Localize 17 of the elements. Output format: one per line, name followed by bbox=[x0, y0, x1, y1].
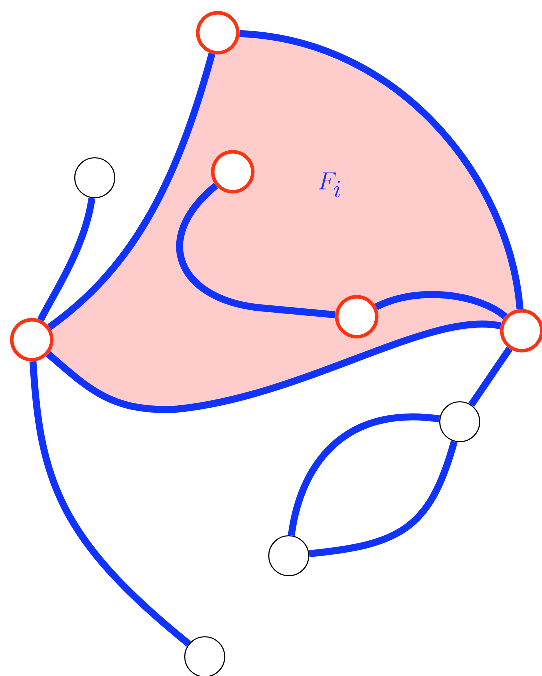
edge-curve bbox=[46, 320, 502, 414]
vertex-circle bbox=[500, 309, 542, 353]
edge-curve bbox=[48, 53, 216, 330]
edge-curve bbox=[239, 30, 524, 310]
edge-curve bbox=[38, 198, 96, 322]
vertex-circle bbox=[196, 11, 240, 55]
edge-curve bbox=[176, 183, 336, 318]
vertex-circle bbox=[439, 401, 481, 443]
edge-curve bbox=[309, 440, 458, 558]
edge-curve bbox=[468, 347, 513, 407]
edge-curve bbox=[288, 414, 440, 536]
vertex-circle bbox=[74, 157, 116, 199]
edge-curve bbox=[375, 291, 508, 320]
vertex-circle bbox=[268, 535, 310, 577]
edge-curve bbox=[30, 361, 192, 647]
face-label: $F_i$ bbox=[318, 172, 340, 198]
vertex-circle bbox=[10, 318, 54, 362]
